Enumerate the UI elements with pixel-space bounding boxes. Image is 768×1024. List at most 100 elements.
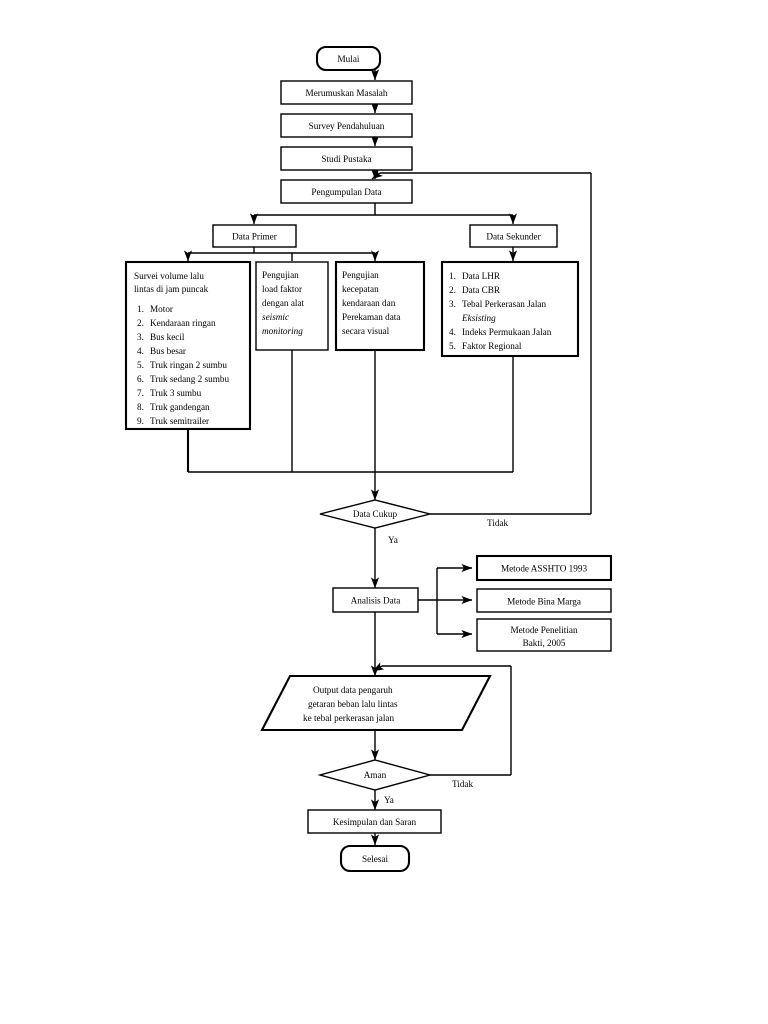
mulai-shape[interactable]	[315, 45, 382, 72]
primer-shape[interactable]	[212, 224, 297, 248]
node-sekunder-list[interactable]: 1. Data LHR 2. Data CBR 3. Tebal Perkera…	[440, 260, 580, 358]
survei-volume-item-num-1: 2.	[137, 318, 144, 328]
node-survei-volume[interactable]: Survei volume lalu lintas di jam puncak …	[124, 260, 252, 431]
survey-shape[interactable]	[280, 113, 413, 138]
survei-volume-item-num-5: 6.	[137, 374, 144, 384]
node-data-sekunder[interactable]: Data Sekunder	[469, 224, 558, 248]
survei-volume-item-6: Truk 3 sumbu	[150, 388, 202, 398]
sekunder-list-item-2: Tebal Perkerasan Jalan	[462, 299, 546, 309]
sekunder-list-item-4: Faktor Regional	[462, 341, 522, 351]
connectors	[183, 69, 592, 846]
bina-marga-shape[interactable]	[476, 588, 612, 613]
node-survey-pendahuluan[interactable]: Survey Pendahuluan	[280, 113, 413, 138]
edge-aman-no-arrow	[372, 662, 385, 672]
bina-marga-label: Metode Bina Marga	[507, 597, 581, 607]
load-faktor-line-2: dengan alat	[262, 298, 305, 308]
node-kecepatan[interactable]: Pengujian kecepatan kendaraan dan Pereka…	[334, 260, 426, 352]
node-studi-pustaka[interactable]: Studi Pustaka	[280, 146, 413, 171]
sekunder-list-num-1: 2.	[449, 285, 456, 295]
selesai-shape[interactable]	[339, 844, 411, 873]
survei-volume-item-0: Motor	[150, 304, 173, 314]
sekunder-list-item-2-cont: Eksisting	[461, 313, 496, 323]
sekunder-list-num-3: 4.	[449, 327, 456, 337]
node-metode-asshto[interactable]: Metode ASSHTO 1993	[475, 554, 613, 582]
kecepatan-line-4: secara visual	[342, 326, 390, 336]
survei-volume-item-num-0: 1.	[137, 304, 144, 314]
node-data-primer[interactable]: Data Primer	[212, 224, 297, 248]
analisis-shape[interactable]	[332, 587, 419, 613]
survei-volume-item-4: Truk ringan 2 sumbu	[150, 360, 227, 370]
sekunder-list-item-0: Data LHR	[462, 271, 501, 281]
survei-volume-item-num-3: 4.	[137, 346, 144, 356]
kecepatan-line-3: Perekaman data	[342, 312, 400, 322]
bakti-label-0: Metode Penelitian	[510, 625, 578, 635]
pengumpulan-shape[interactable]	[280, 179, 413, 204]
pengumpulan-label: Pengumpulan Data	[311, 187, 381, 197]
survei-volume-shape[interactable]	[124, 260, 252, 431]
sekunder-list-num-4: 5.	[449, 341, 456, 351]
aman-shape[interactable]	[317, 759, 433, 791]
load-faktor-line-0: Pengujian	[262, 270, 299, 280]
merumuskan-label: Merumuskan Masalah	[306, 88, 388, 98]
node-data-cukup[interactable]: Data Cukup	[319, 499, 431, 529]
asshto-shape[interactable]	[475, 554, 613, 582]
sekunder-shape[interactable]	[469, 224, 558, 248]
edge-label-data-cukup-tidak: Tidak	[487, 518, 509, 528]
node-merumuskan-masalah[interactable]: Merumuskan Masalah	[280, 80, 413, 105]
survei-volume-item-num-2: 3.	[137, 332, 144, 342]
primer-label: Data Primer	[232, 232, 277, 242]
sekunder-list-shape[interactable]	[440, 260, 580, 358]
node-metode-bina-marga[interactable]: Metode Bina Marga	[476, 588, 612, 613]
load-faktor-line-1: load faktor	[262, 284, 302, 294]
studi-label: Studi Pustaka	[321, 154, 371, 164]
survei-volume-item-num-6: 7.	[137, 388, 144, 398]
load-faktor-shape[interactable]	[255, 261, 329, 351]
survei-volume-item-3: Bus besar	[150, 346, 186, 356]
output-shape[interactable]	[260, 674, 492, 732]
node-aman[interactable]: Aman	[317, 759, 433, 791]
survei-volume-item-8: Truk semitrailer	[150, 416, 209, 426]
sekunder-list-num-0: 1.	[449, 271, 456, 281]
data-cukup-shape[interactable]	[319, 499, 431, 529]
node-metode-bakti[interactable]: Metode Penelitian Bakti, 2005	[476, 618, 612, 652]
survei-volume-item-2: Bus kecil	[150, 332, 185, 342]
edge-label-aman-tidak: Tidak	[452, 779, 474, 789]
output-line-1: getaran beban lalu lintas	[308, 699, 398, 709]
data-cukup-label: Data Cukup	[353, 509, 398, 519]
load-faktor-line-3: seismic	[262, 312, 289, 322]
survei-volume-item-7: Truk gandengan	[150, 402, 210, 412]
kecepatan-shape[interactable]	[334, 260, 426, 352]
studi-shape[interactable]	[280, 146, 413, 171]
survei-volume-item-num-4: 5.	[137, 360, 144, 370]
survei-volume-item-1: Kendaraan ringan	[150, 318, 216, 328]
aman-label: Aman	[364, 770, 387, 780]
node-kesimpulan[interactable]: Kesimpulan dan Saran	[307, 809, 442, 834]
bakti-label-1: Bakti, 2005	[523, 638, 566, 648]
load-faktor-line-4: monitoring	[262, 326, 303, 336]
sekunder-list-item-3: Indeks Permukaan Jalan	[462, 327, 552, 337]
survei-volume-item-5: Truk sedang 2 sumbu	[150, 374, 229, 384]
edge-data-cukup-no-arrow	[371, 169, 383, 180]
node-load-faktor[interactable]: Pengujian load faktor dengan alat seismi…	[255, 261, 329, 351]
node-output[interactable]: Output data pengaruh getaran beban lalu …	[260, 674, 492, 732]
sekunder-label: Data Sekunder	[486, 232, 540, 242]
bakti-shape[interactable]	[476, 618, 612, 652]
node-analisis-data[interactable]: Analisis Data	[332, 587, 419, 613]
analisis-label: Analisis Data	[351, 596, 401, 606]
node-selesai[interactable]: Selesai	[339, 844, 411, 873]
asshto-label: Metode ASSHTO 1993	[501, 564, 588, 574]
node-mulai[interactable]: Mulai	[315, 45, 382, 72]
survei-volume-item-num-8: 9.	[137, 416, 144, 426]
survei-volume-heading-1: lintas di jam puncak	[134, 284, 209, 294]
sekunder-list-num-2: 3.	[449, 299, 456, 309]
kesimpulan-label: Kesimpulan dan Saran	[333, 817, 417, 827]
kecepatan-line-2: kendaraan dan	[342, 298, 396, 308]
node-pengumpulan-data[interactable]: Pengumpulan Data	[280, 179, 413, 204]
survei-volume-heading-0: Survei volume lalu	[134, 271, 204, 281]
sekunder-list-item-1: Data CBR	[462, 285, 501, 295]
merumuskan-shape[interactable]	[280, 80, 413, 105]
edge-label-aman-ya: Ya	[384, 795, 394, 805]
kesimpulan-shape[interactable]	[307, 809, 442, 834]
kecepatan-line-0: Pengujian	[342, 270, 379, 280]
